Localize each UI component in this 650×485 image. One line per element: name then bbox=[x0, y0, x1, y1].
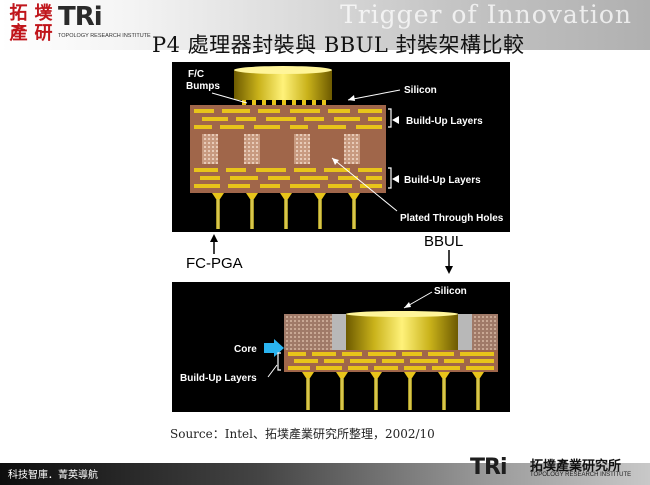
bbul-package bbox=[284, 311, 498, 372]
footer-band bbox=[0, 463, 650, 485]
source-note: Source：Intel、拓墣產業研究所整理，2002/10 bbox=[170, 427, 435, 441]
fc-bumps bbox=[242, 100, 326, 105]
pth-pointer bbox=[331, 157, 398, 212]
label-buildup-mid: Build-Up Layers bbox=[404, 175, 481, 186]
fcpga-pins bbox=[212, 193, 360, 229]
footer-brand: TRi bbox=[470, 455, 507, 480]
bbul-arrow bbox=[445, 250, 453, 274]
header-band bbox=[0, 0, 650, 50]
fcpga-arrow bbox=[210, 234, 218, 254]
label-plated-through-holes: Plated Through Holes bbox=[400, 213, 504, 224]
logo-char-2: 墣 bbox=[34, 3, 53, 24]
label-fc-line2: Bumps bbox=[186, 81, 220, 92]
header-tagline: Trigger of Innovation bbox=[340, 0, 632, 29]
label-fc-pga: FC-PGA bbox=[186, 255, 243, 272]
fcpga-silicon-die bbox=[234, 66, 332, 100]
logo-brand: TRi bbox=[58, 2, 103, 32]
page-title: P4 處理器封裝與 BBUL 封裝架構比較 bbox=[152, 33, 525, 57]
buildup-arrow-top bbox=[392, 116, 399, 124]
buildup-pointer-bbul bbox=[267, 364, 278, 378]
buildup-arrow-mid bbox=[392, 175, 399, 183]
silicon-arrowhead-top bbox=[348, 95, 355, 101]
footer-slogan: 科技智庫．菁英導航 bbox=[8, 470, 98, 481]
package-comparison-diagram: F/C Bumps Silicon Build-Up Layers Build-… bbox=[172, 62, 510, 412]
fcpga-substrate bbox=[190, 105, 386, 193]
bbul-pins bbox=[302, 372, 484, 410]
silicon-pointer-top bbox=[347, 89, 401, 101]
label-buildup-top: Build-Up Layers bbox=[406, 116, 483, 127]
label-silicon-top: Silicon bbox=[404, 85, 437, 96]
buildup-bracket-bbul bbox=[277, 352, 281, 371]
logo-subtitle: TOPOLOGY RESEARCH INSTITUTE bbox=[58, 33, 151, 39]
logo-char-1: 拓 bbox=[9, 3, 28, 24]
label-core: Core bbox=[234, 344, 257, 355]
logo-char-4: 研 bbox=[34, 23, 53, 44]
comparison-band bbox=[172, 232, 510, 282]
pth-arrowhead bbox=[332, 158, 339, 165]
label-bbul: BBUL bbox=[424, 233, 463, 250]
fc-bumps-pointer bbox=[211, 92, 248, 104]
buildup-bracket-mid bbox=[388, 167, 392, 189]
buildup-bracket-top bbox=[388, 108, 392, 128]
silicon-arrowhead-bottom bbox=[404, 302, 411, 308]
label-buildup-bbul: Build-Up Layers bbox=[180, 373, 257, 384]
label-fc-line1: F/C bbox=[188, 69, 204, 80]
footer-org-cn: 拓墣產業研究所 bbox=[530, 459, 622, 474]
logo-mark: 拓 墣 產 研 bbox=[6, 4, 56, 44]
label-silicon-bottom: Silicon bbox=[434, 286, 467, 297]
logo-char-3: 產 bbox=[9, 23, 28, 44]
footer-org-en: TOPOLOGY RESEARCH INSTITUTE bbox=[530, 472, 632, 478]
